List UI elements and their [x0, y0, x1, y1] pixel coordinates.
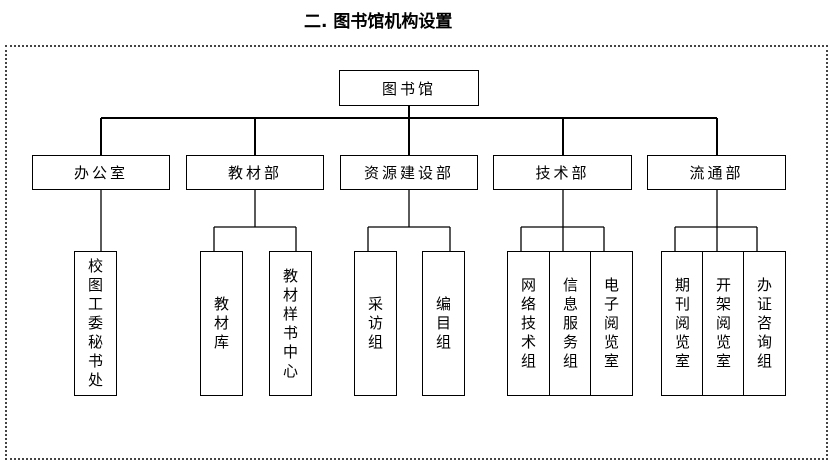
unit-label: 教材样书中心: [282, 266, 298, 380]
unit-node: 教材库: [200, 251, 243, 396]
unit-label: 办证咨询组: [756, 276, 772, 370]
unit-node: 教材样书中心: [269, 251, 312, 396]
dept-node-office: 办公室: [32, 155, 170, 190]
dept-node-textbook: 教材部: [186, 155, 324, 190]
dept-node-tech: 技术部: [493, 155, 632, 190]
unit-label: 网络技术组: [520, 276, 536, 370]
unit-node: 办证咨询组: [743, 251, 786, 396]
dept-label: 资源建设部: [363, 164, 454, 182]
unit-label: 采访组: [367, 295, 383, 351]
dept-node-resource: 资源建设部: [340, 155, 478, 190]
unit-label: 电子阅览室: [603, 276, 619, 370]
unit-label: 教材库: [213, 295, 229, 351]
unit-node: 信息服务组: [549, 251, 592, 396]
unit-label: 校图工委秘书处: [87, 257, 103, 389]
unit-node: 采访组: [354, 251, 397, 396]
unit-node: 开架阅览室: [702, 251, 745, 396]
dept-label: 技术部: [535, 164, 590, 182]
dept-label: 办公室: [73, 164, 128, 182]
root-label: 图书馆: [381, 79, 436, 98]
root-node: 图书馆: [339, 70, 479, 106]
unit-label: 开架阅览室: [715, 276, 731, 370]
dept-label: 教材部: [227, 164, 282, 182]
dept-node-circulation: 流通部: [647, 155, 786, 190]
unit-node: 电子阅览室: [590, 251, 633, 396]
unit-node: 期刊阅览室: [661, 251, 704, 396]
unit-node: 编目组: [422, 251, 465, 396]
unit-label: 编目组: [435, 295, 451, 351]
unit-label: 信息服务组: [562, 276, 578, 370]
unit-label: 期刊阅览室: [674, 276, 690, 370]
page-title: 二. 图书馆机构设置: [304, 12, 453, 32]
unit-node: 校图工委秘书处: [74, 251, 117, 396]
dept-label: 流通部: [689, 164, 744, 182]
unit-node: 网络技术组: [507, 251, 550, 396]
diagram-frame: [5, 45, 828, 460]
